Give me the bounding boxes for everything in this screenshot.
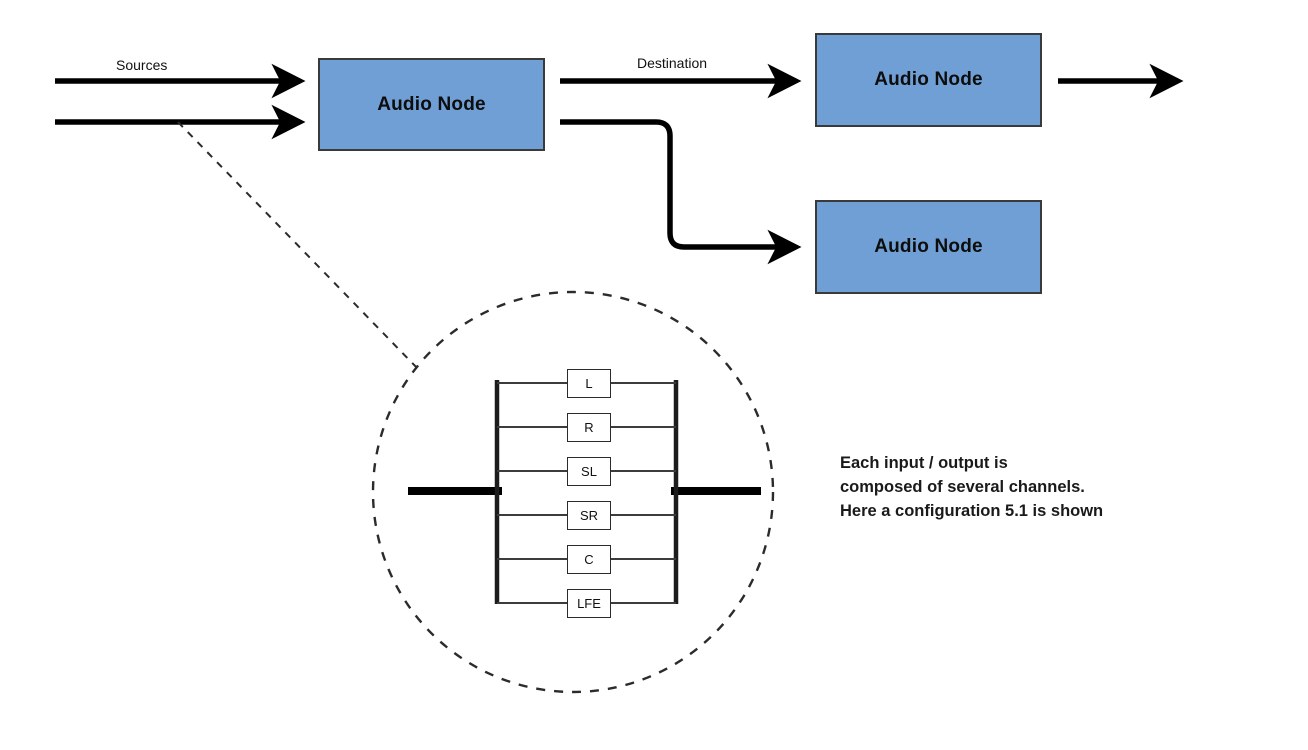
audio-node-top-right-label: Audio Node xyxy=(874,69,983,90)
note-line-2: composed of several channels. xyxy=(840,477,1085,496)
magnifier-circle xyxy=(371,290,775,694)
audio-node-top-right[interactable]: Audio Node xyxy=(815,33,1042,127)
sources-label: Sources xyxy=(116,57,168,73)
channel-label-sr: SR xyxy=(579,508,599,523)
destination-label: Destination xyxy=(637,55,708,71)
audio-node-bottom-right-label: Audio Node xyxy=(874,236,983,257)
audio-node-center[interactable]: Audio Node xyxy=(318,58,545,151)
channel-box-r: R xyxy=(567,413,611,442)
audio-node-center-label: Audio Node xyxy=(377,93,486,115)
channel-label-r: R xyxy=(584,420,594,435)
note-line-3: Here a configuration 5.1 is shown xyxy=(840,501,1104,520)
magnifier-leader-line xyxy=(177,121,421,372)
channel-label-l: L xyxy=(585,376,593,391)
explanatory-note: Each input / output is composed of sever… xyxy=(840,452,1103,524)
channel-box-l: L xyxy=(567,369,611,398)
channel-box-sl: SL xyxy=(567,457,611,486)
note-line-1: Each input / output is xyxy=(840,454,1008,472)
channel-label-c: C xyxy=(584,552,594,567)
channel-box-c: C xyxy=(567,545,611,574)
branch-s-curve-path xyxy=(560,119,802,265)
channel-label-lfe: LFE xyxy=(577,596,601,611)
audio-node-bottom-right[interactable]: Audio Node xyxy=(815,200,1042,294)
channel-label-sl: SL xyxy=(581,464,597,479)
channel-box-sr: SR xyxy=(567,501,611,530)
channel-box-lfe: LFE xyxy=(567,589,611,618)
